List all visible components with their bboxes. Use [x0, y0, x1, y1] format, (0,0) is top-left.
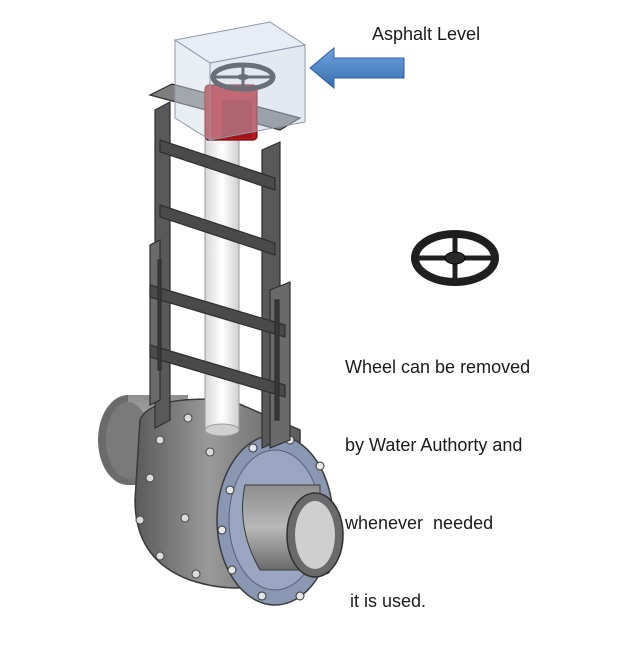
handwheel-housing [204, 84, 258, 141]
outlet-pipe [242, 484, 344, 578]
body-bolts [135, 410, 227, 579]
valve-stem [204, 139, 240, 437]
valve-diagram: Asphalt Level Wheel can be removed by Wa… [98, 21, 530, 611]
asphalt-box [173, 21, 307, 141]
wheel-note-line: Wheel can be removed [345, 357, 531, 377]
handwheel-icon [210, 62, 276, 92]
wheel-note-line: whenever needed [345, 513, 494, 533]
arrow-left-icon [309, 46, 405, 90]
frame-crossbars [149, 139, 286, 398]
wheel-note-line: by Water Authorty and [345, 435, 523, 455]
removable-wheel-icon [411, 230, 499, 286]
frame-slots [157, 259, 280, 421]
wheel-note: Wheel can be removed by Water Authorty a… [345, 302, 530, 666]
wheel-note-line: it is used. [345, 591, 427, 611]
valve-illustration [98, 21, 499, 606]
asphalt-level-label: Asphalt Level [372, 24, 481, 44]
